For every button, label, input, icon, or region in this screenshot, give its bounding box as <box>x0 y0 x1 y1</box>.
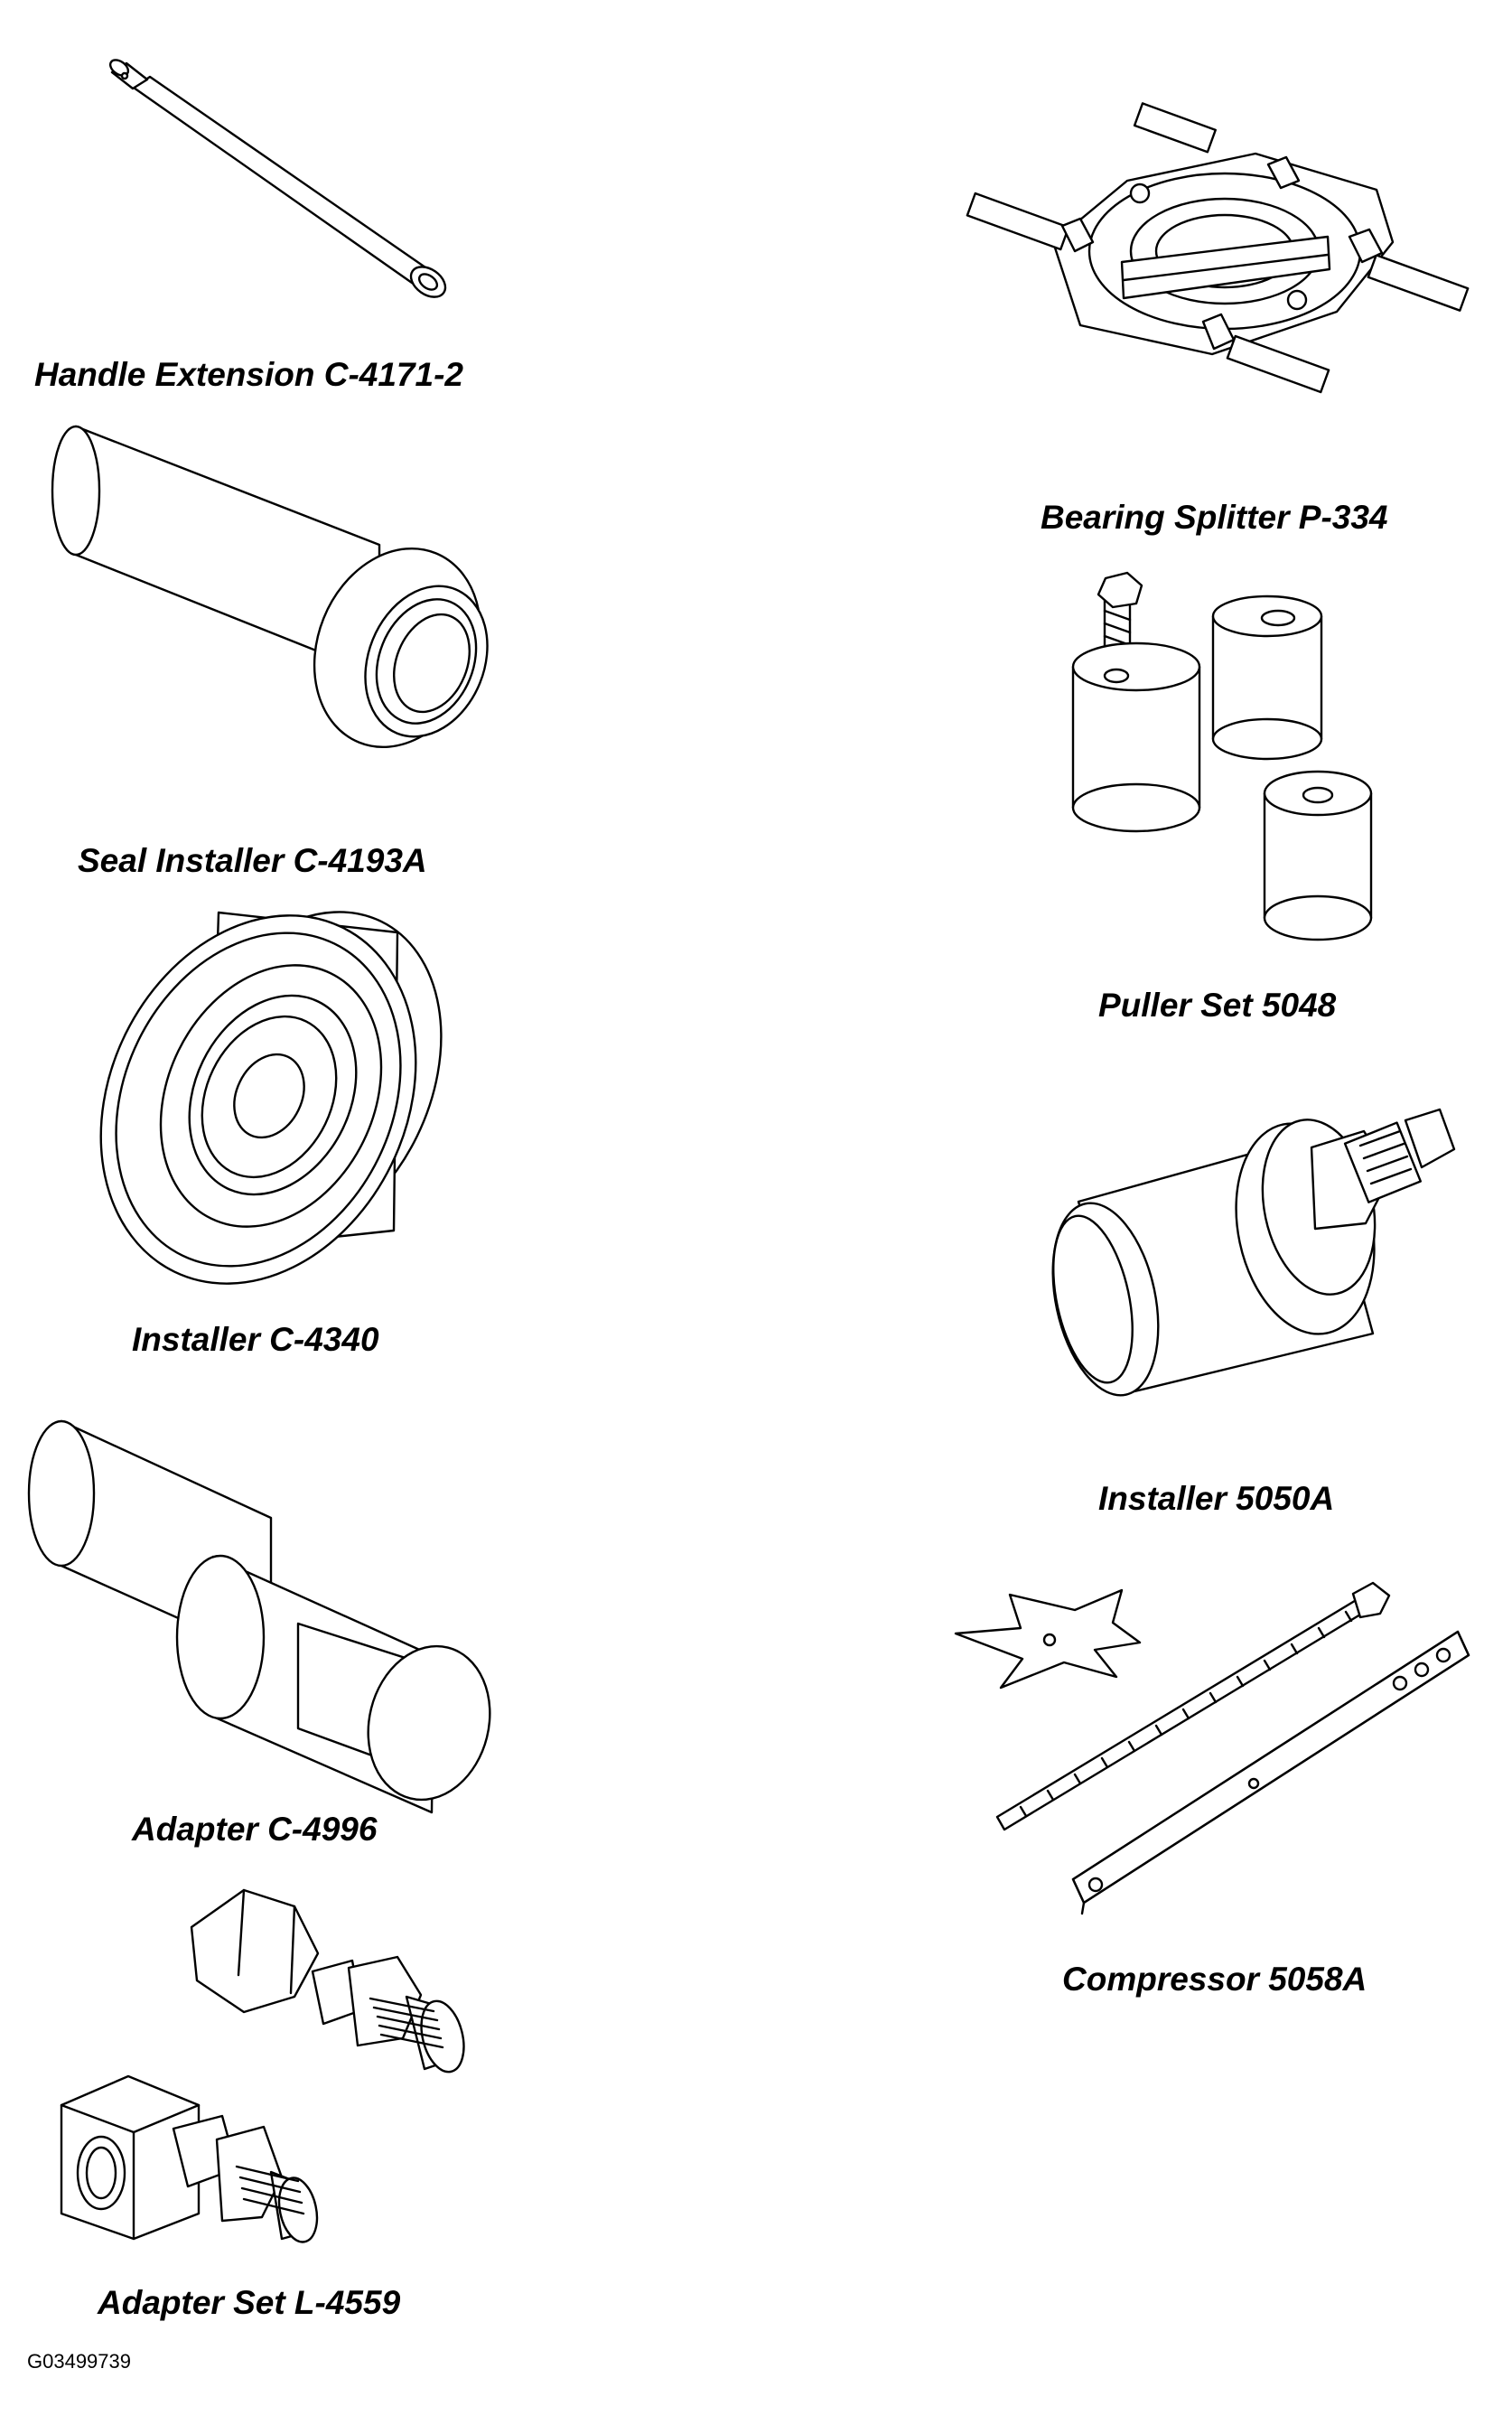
compressor-label: Compressor 5058A <box>1062 1961 1367 1998</box>
seal-installer-drawing <box>52 426 509 772</box>
adapter-c4996-label: Adapter C-4996 <box>132 1811 378 1848</box>
adapter-set-drawing <box>61 1890 471 2245</box>
adapter-set-label: Adapter Set L-4559 <box>98 2284 401 2321</box>
puller-set-drawing <box>1073 573 1371 940</box>
handle-extension-label: Handle Extension C-4171-2 <box>34 356 463 393</box>
adapter-c4996-drawing <box>29 1421 506 1812</box>
bearing-splitter-drawing <box>967 103 1468 392</box>
figure-id: G03499739 <box>27 2350 131 2373</box>
compressor-drawing <box>956 1583 1469 1914</box>
handle-extension-drawing <box>107 57 451 304</box>
bearing-splitter-label: Bearing Splitter P-334 <box>1041 499 1388 536</box>
seal-installer-label: Seal Installer C-4193A <box>78 842 427 879</box>
installer-5050a-label: Installer 5050A <box>1098 1480 1335 1517</box>
installer-5050a-drawing <box>1037 1109 1454 1405</box>
installer-c4340-drawing <box>42 863 495 1337</box>
puller-set-label: Puller Set 5048 <box>1098 987 1337 1024</box>
installer-c4340-label: Installer C-4340 <box>132 1321 379 1358</box>
